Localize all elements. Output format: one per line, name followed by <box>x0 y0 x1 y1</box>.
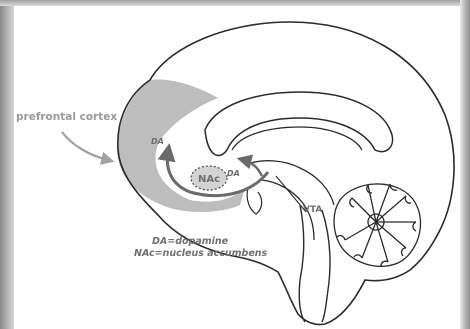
label-vta: VTA <box>303 205 322 215</box>
pituitary <box>247 188 262 214</box>
cerebellum <box>334 184 421 266</box>
vta-pointer-line <box>276 176 306 212</box>
legend-da-definition: DA=dopamine <box>152 236 229 247</box>
label-da-upper: DA <box>151 137 164 146</box>
fornix <box>232 127 362 150</box>
label-nac: NAc <box>198 174 220 185</box>
corpus-callosum <box>205 92 393 155</box>
prefrontal-pointer-arrow <box>62 132 108 160</box>
legend-nac-definition: NAc=nucleus accumbens <box>134 248 268 259</box>
label-prefrontal-cortex: prefrontal cortex <box>16 111 117 123</box>
label-da-lower: DA <box>227 169 240 178</box>
brainstem <box>299 205 330 322</box>
